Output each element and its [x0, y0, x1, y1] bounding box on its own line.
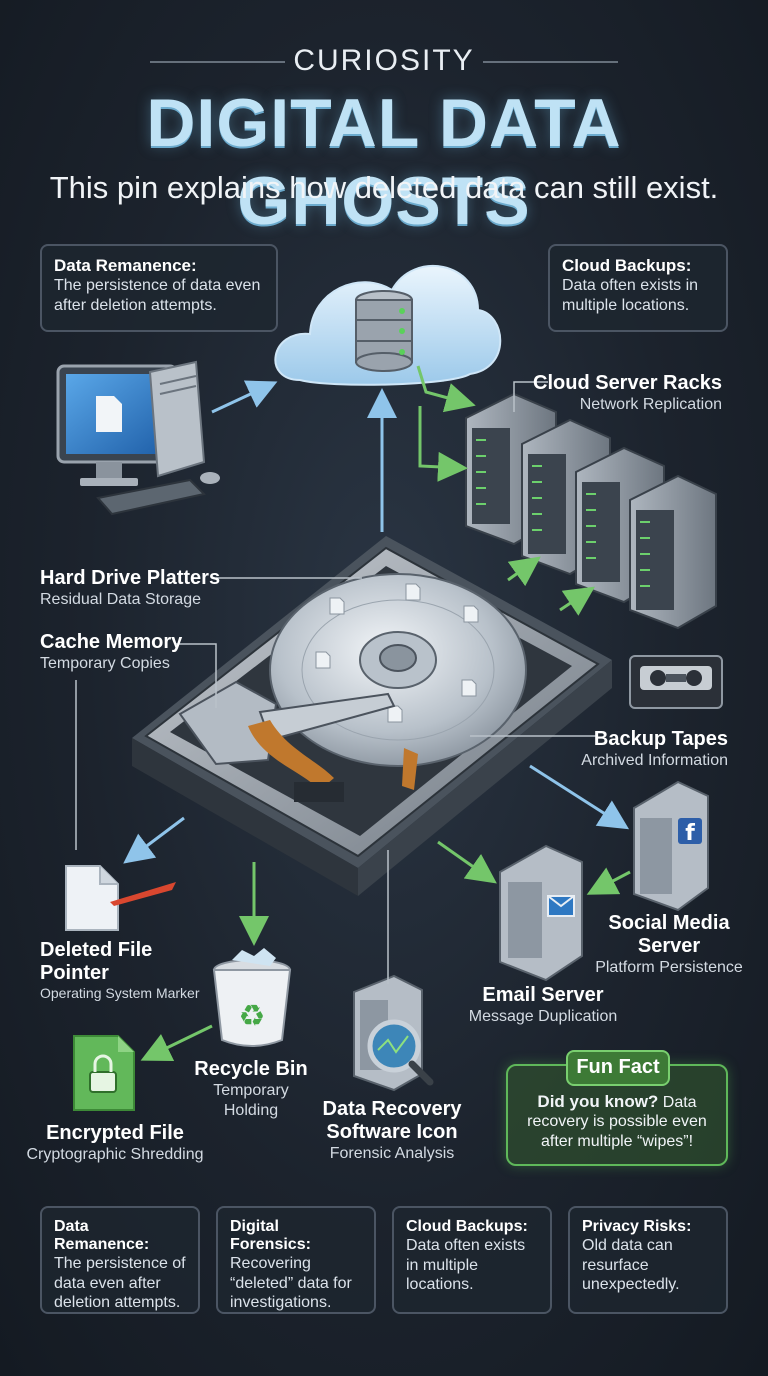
label-backup-tapes: Backup Tapes Archived Information: [540, 728, 728, 771]
label-title: Hard Drive Platters: [40, 567, 221, 589]
card-heading: Digital Forensics:: [230, 1218, 311, 1253]
card-heading: Data Remanence:: [54, 1218, 150, 1253]
cloud-database-icon: [274, 265, 502, 386]
label-title: Deleted File Pointer: [40, 939, 153, 984]
label-subtitle: Temporary Holding: [213, 1082, 289, 1119]
label-title: Recycle Bin: [194, 1058, 308, 1080]
card-cloud-backups-top: Cloud Backups: Data often exists in mult…: [548, 244, 728, 332]
facebook-server-icon: f: [633, 780, 709, 912]
eyebrow-label: CURIOSITY: [293, 44, 475, 77]
label-title: Email Server: [482, 984, 604, 1006]
card-cloud-backups-bottom: Cloud Backups: Data often exists in mult…: [392, 1206, 552, 1314]
label-title: Cache Memory: [40, 631, 183, 653]
label-subtitle: Forensic Analysis: [329, 1145, 455, 1162]
label-subtitle: Platform Persistence: [595, 959, 743, 976]
card-digital-forensics: Digital Forensics: Recovering “deleted” …: [216, 1206, 376, 1314]
fun-fact-tag: Fun Fact: [566, 1050, 670, 1086]
card-heading: Cloud Backups:: [406, 1218, 528, 1235]
card-body: Old data can resurface unexpectedly.: [582, 1237, 680, 1294]
page-subtitle: This pin explains how deleted data can s…: [49, 170, 719, 205]
label-subtitle: Message Duplication: [468, 1008, 618, 1025]
label-email-server: Email Server Message Duplication: [444, 984, 642, 1027]
card-body: Recovering “deleted” data for investigat…: [230, 1255, 352, 1312]
fun-fact-body: Did you know? Data recovery is possible …: [514, 1092, 720, 1151]
label-subtitle: Network Replication: [579, 396, 722, 413]
label-title: Backup Tapes: [593, 728, 728, 750]
label-title: Encrypted File: [46, 1122, 184, 1144]
label-recycle-bin: Recycle Bin Temporary Holding: [190, 1058, 312, 1121]
page-title: DIGITAL DATA GHOSTS: [146, 85, 622, 239]
server-rack-icon: [465, 392, 717, 630]
card-heading: Data Remanence:: [54, 256, 197, 275]
backup-tape-icon: [629, 655, 723, 709]
card-body: The persistence of data even after delet…: [54, 277, 261, 314]
recycle-bin-icon: ♻: [212, 948, 292, 1047]
card-data-remanence-top: Data Remanence: The persistence of data …: [40, 244, 278, 332]
label-data-recovery: Data Recovery Software Icon Forensic Ana…: [310, 1098, 474, 1164]
label-subtitle: Operating System Marker: [40, 985, 200, 1001]
label-social-media-server: Social Media Server Platform Persistence: [588, 912, 750, 978]
desktop-computer-icon: [56, 360, 220, 516]
encrypted-file-icon: [73, 1035, 135, 1111]
email-server-icon: [499, 844, 583, 982]
label-subtitle: Temporary Copies: [40, 655, 170, 672]
card-body: The persistence of data even after delet…: [54, 1255, 186, 1312]
card-heading: Privacy Risks:: [582, 1218, 692, 1235]
card-heading: Cloud Backups:: [562, 256, 692, 275]
label-subtitle: Residual Data Storage: [40, 591, 201, 608]
label-cloud-server-racks: Cloud Server Racks Network Replication: [500, 372, 722, 415]
label-subtitle: Cryptographic Shredding: [26, 1146, 204, 1163]
label-title: Social Media Server: [608, 912, 730, 957]
label-subtitle: Archived Information: [581, 752, 728, 769]
hard-drive-icon: [132, 536, 612, 896]
card-data-remanence-bottom: Data Remanence: The persistence of data …: [40, 1206, 200, 1314]
label-deleted-file-pointer: Deleted File Pointer Operating System Ma…: [40, 939, 210, 1003]
label-encrypted-file: Encrypted File Cryptographic Shredding: [20, 1122, 210, 1165]
fun-fact-text: Data recovery is possible even after mul…: [527, 1094, 707, 1150]
label-cache-memory: Cache Memory Temporary Copies: [40, 631, 210, 674]
card-body: Data often exists in multiple locations.: [562, 277, 699, 314]
fun-fact-lead: Did you know?: [537, 1092, 659, 1111]
label-title: Data Recovery Software Icon: [322, 1098, 462, 1143]
card-privacy-risks: Privacy Risks: Old data can resurface un…: [568, 1206, 728, 1314]
document-icon: [65, 865, 176, 931]
label-hard-drive-platters: Hard Drive Platters Residual Data Storag…: [40, 567, 240, 610]
svg-text:♻: ♻: [239, 999, 266, 1034]
magnifier-server-icon: [353, 974, 434, 1092]
svg-text:f: f: [685, 821, 695, 846]
label-title: Cloud Server Racks: [533, 372, 722, 394]
card-body: Data often exists in multiple locations.: [406, 1237, 526, 1294]
